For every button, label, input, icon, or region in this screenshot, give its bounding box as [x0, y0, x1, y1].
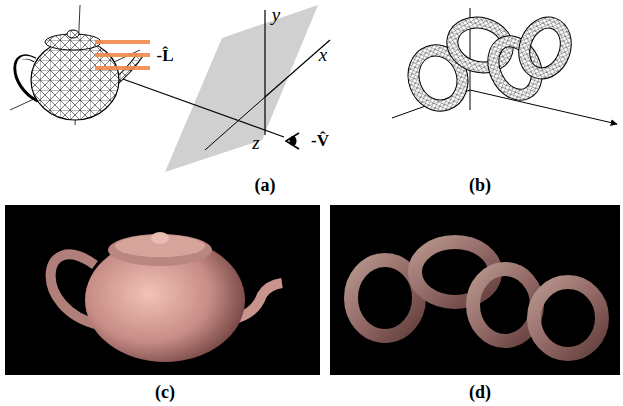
view-label: -V̂ [311, 132, 329, 149]
panel-label: (b) [469, 176, 491, 194]
x-axis [265, 40, 330, 97]
wireframe-teapot [10, 5, 140, 125]
axis-label: z [252, 133, 259, 152]
light-label: -L̂ [157, 47, 174, 64]
panel-label: (c) [155, 383, 175, 401]
eye-symbol [286, 133, 299, 149]
view-ray [120, 78, 284, 137]
rendered-tori [351, 242, 602, 354]
y-axis [264, 10, 265, 135]
axis-label: y [272, 5, 280, 24]
render-background [5, 205, 320, 375]
image-plane [165, 5, 318, 172]
panel-label: (a) [255, 176, 276, 194]
render-background [330, 205, 620, 375]
axis-label: x [319, 45, 327, 64]
light-rays [95, 42, 150, 68]
axes-b [392, 8, 617, 124]
rendered-teapot [51, 232, 282, 362]
wireframe-tori [406, 17, 573, 113]
panel-label: (d) [469, 383, 491, 401]
